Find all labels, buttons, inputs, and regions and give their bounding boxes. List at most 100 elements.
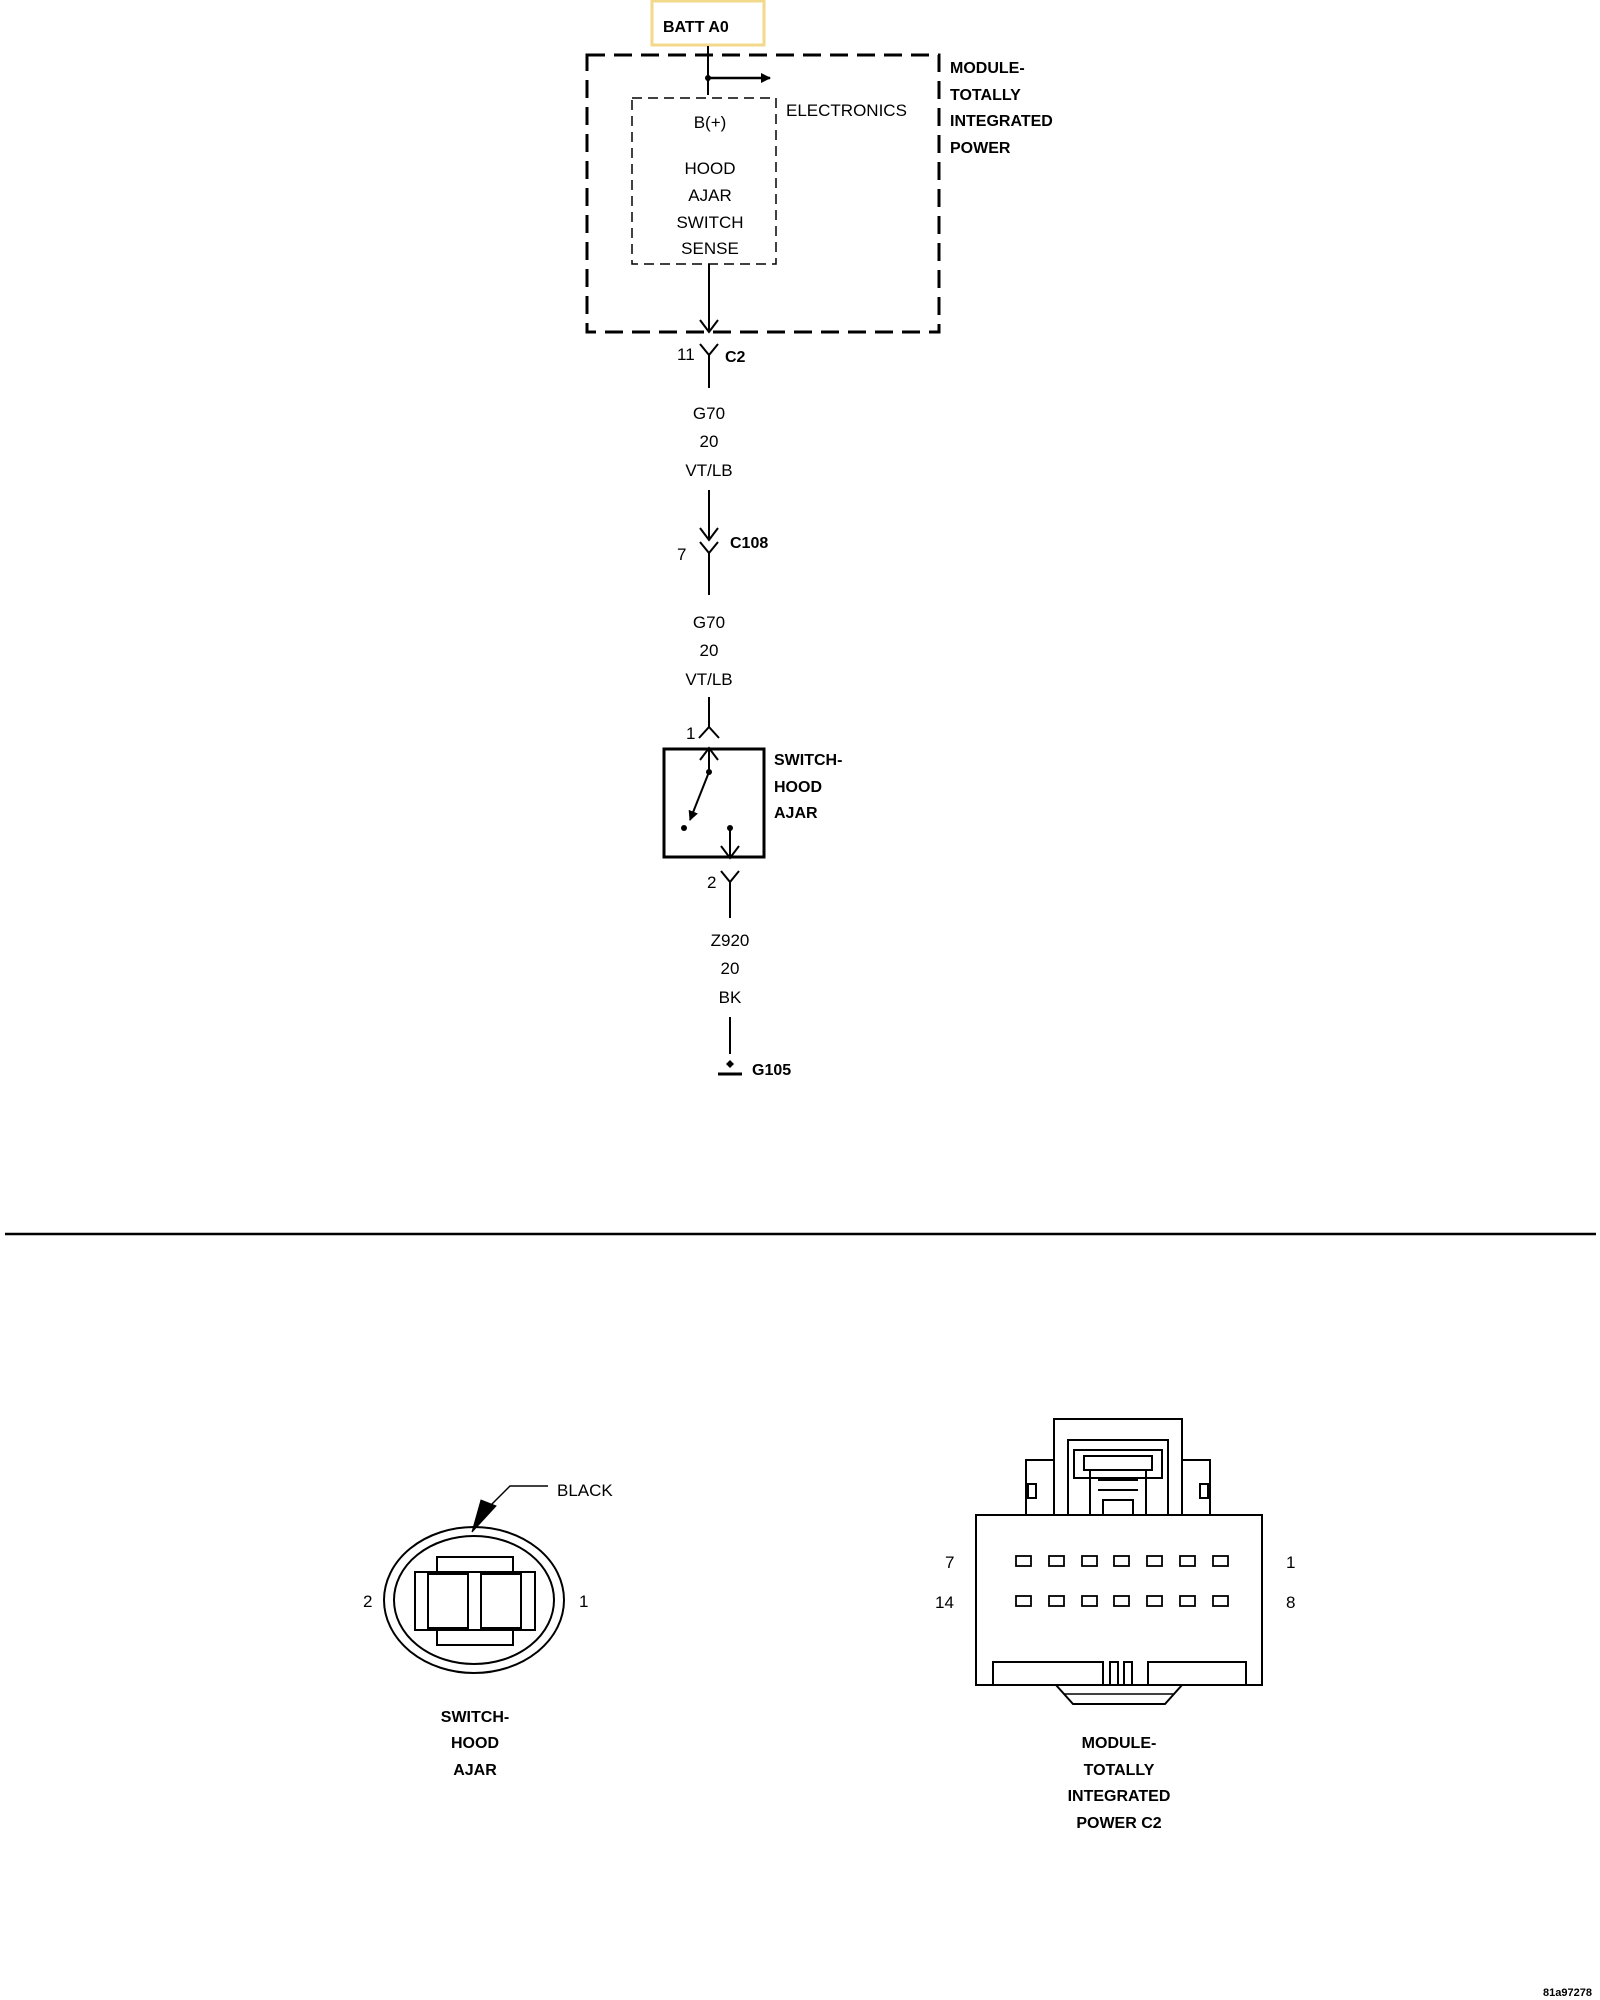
wire-g70-label-2: G70 20 VT/LB [685,613,732,689]
connector-color-label: BLACK [557,1481,613,1500]
c2-cavity [1146,1595,1163,1607]
connector-c108: 7 C108 [677,535,768,595]
wire-color: VT/LB [685,461,732,480]
switch-cavity-2 [427,1573,469,1629]
connector-c108-symbol [699,541,719,555]
wire-circuit: G70 [693,404,725,423]
caption-line: SWITCH- [441,1709,509,1726]
ground-symbol-mark [726,1060,734,1068]
caption-line: AJAR [453,1762,497,1779]
c2-cavity [1179,1595,1196,1607]
hood-switch-connector-view: BLACK 2 1 SWITCH- HOOD AJAR [363,1481,613,1779]
switch-pin2-symbol [720,870,740,884]
c2-connector-body [975,1514,1263,1686]
ground-label: G105 [752,1062,791,1079]
wire-color: VT/LB [685,670,732,689]
switch-label-line: HOOD [774,779,822,796]
connector-c108-name: C108 [730,535,768,552]
wire-color: BK [719,988,742,1007]
caption-line: POWER C2 [1076,1815,1161,1832]
module-tipm-label: MODULE- TOTALLY INTEGRATED POWER [950,60,1053,157]
switch-top-arrow [699,746,719,761]
tipm-c2-connector-view: 7 1 14 8 MODULE- TOTALLY INTEGRATED POWE… [935,1418,1295,1832]
c2-cavity [1146,1555,1163,1567]
c2-latch-lever-inner [1083,1455,1153,1471]
c2-cavity [1113,1595,1130,1607]
switch-contact-dot [681,825,687,831]
c2-pin-top-right: 1 [1286,1553,1295,1572]
module-label-line: INTEGRATED [950,113,1053,130]
caption-line: MODULE- [1082,1735,1157,1752]
batt-a0-label-box: BATT A0 [650,0,766,47]
module-label-line: POWER [950,140,1011,157]
c2-pin-bottom-right: 8 [1286,1593,1295,1612]
switch-view-pin-right: 1 [579,1592,588,1611]
switch-connector-carrier [414,1571,536,1631]
wire-gauge: 20 [721,959,740,978]
wire-z920-label: Z920 20 BK [711,931,750,1007]
inner-label-line: SENSE [681,239,739,258]
connector-c2: 11 C2 [677,343,746,388]
wire-g70-arrow [699,527,719,542]
switch-hood-ajar-label: SWITCH- HOOD AJAR [774,752,842,822]
inner-label-line: AJAR [688,186,731,205]
caption-line: TOTALLY [1084,1762,1155,1779]
switch-box [662,747,766,859]
c2-cavity [1015,1555,1032,1567]
c2-cavity [1081,1555,1098,1567]
wire-gauge: 20 [700,641,719,660]
inner-label-line: SWITCH [676,213,743,232]
batt-a0-box [650,0,766,47]
connector-c2-pin: 11 [677,345,695,364]
c2-bottom-key [1109,1661,1119,1686]
switch-label-line: SWITCH- [774,752,842,769]
caption-line: HOOD [451,1735,499,1752]
c2-bottom-key [1123,1661,1133,1686]
switch-view-pin-left: 2 [363,1592,372,1611]
switch-pin1-label: 1 [686,724,695,743]
color-leader-line [487,1485,548,1509]
switch-view-caption: SWITCH- HOOD AJAR [441,1709,509,1779]
caption-line: INTEGRATED [1068,1788,1171,1805]
color-leader-arrow [471,1499,497,1533]
c2-bottom-lip [1053,1684,1185,1705]
connector-c2-name: C2 [725,349,746,366]
c2-cavity [1113,1555,1130,1567]
sense-output-arrow [699,319,719,334]
switch-connector-inner [393,1535,555,1665]
c2-pin-top-left: 7 [945,1553,954,1572]
electronics-label: ELECTRONICS [786,101,907,120]
module-tipm-box [585,53,941,334]
switch-output-arrow [720,845,740,860]
switch-blade [688,771,710,821]
c2-bottom-rail-left [992,1661,1104,1686]
c2-latch-nub-right [1199,1483,1209,1499]
connector-c2-symbol [699,343,719,357]
c2-pin-bottom-left: 14 [935,1593,954,1612]
switch-label-line: AJAR [774,805,818,822]
inner-label-line: HOOD [685,159,736,178]
switch-pin2-label: 2 [707,873,716,892]
c2-cavity [1212,1595,1229,1607]
c2-latch-stem [1089,1469,1147,1516]
c2-latch-tab-left [1025,1459,1055,1516]
inner-label-line: B(+) [694,113,727,132]
c2-latch-foot [1102,1499,1134,1516]
wire-gauge: 20 [700,432,719,451]
module-label-line: MODULE- [950,60,1025,77]
c2-latch-tab-right [1181,1459,1211,1516]
wire-circuit: Z920 [711,931,750,950]
c2-cavity [1212,1555,1229,1567]
c2-view-caption: MODULE- TOTALLY INTEGRATED POWER C2 [1068,1735,1171,1832]
c2-cavity [1048,1555,1065,1567]
c2-cavity [1015,1595,1032,1607]
switch-pin1-symbol [698,725,720,739]
c2-latch-nub-left [1027,1483,1037,1499]
c2-latch-lever [1073,1449,1163,1479]
c2-cavity [1179,1555,1196,1567]
c2-cavity [1048,1595,1065,1607]
hood-ajar-sense-box [631,97,777,265]
hood-ajar-sense-label: B(+) HOOD AJAR SWITCH SENSE [676,113,743,258]
c2-bottom-rail-right [1147,1661,1247,1686]
